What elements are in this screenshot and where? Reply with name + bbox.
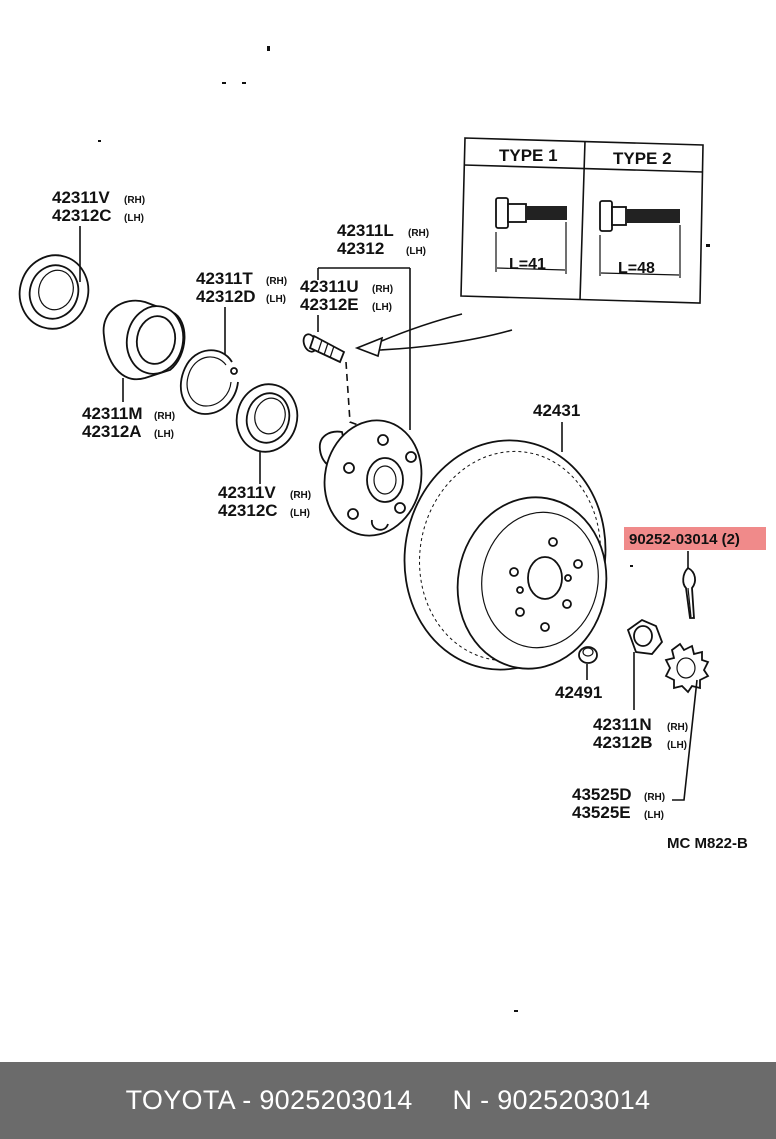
type1-length: L=41: [509, 256, 546, 273]
svg-text:(RH): (RH): [266, 276, 287, 287]
arrow-head-icon: [354, 336, 384, 358]
svg-text:(RH): (RH): [290, 490, 311, 501]
label-43525D: 43525D: [572, 785, 632, 804]
label-42312: 42312: [337, 239, 384, 258]
label-42312E: 42312E: [300, 295, 359, 314]
outer-oil-seal-icon: [18, 254, 90, 330]
svg-text:(LH): (LH): [290, 508, 310, 519]
label-42311V-top: 42311V: [52, 188, 110, 207]
svg-text:(LH): (LH): [124, 213, 144, 224]
footer-bar: TOYOTA - 9025203014 N - 9025203014: [0, 1062, 776, 1139]
label-42311T: 42311T: [196, 269, 253, 288]
hub-bearing-icon: [102, 299, 186, 381]
svg-text:(RH): (RH): [408, 228, 429, 239]
label-42311U: 42311U: [300, 277, 359, 296]
inner-oil-seal-icon: [235, 383, 299, 453]
svg-text:(RH): (RH): [124, 195, 145, 206]
svg-text:(LH): (LH): [644, 810, 664, 821]
footer-n-part: N - 9025203014: [452, 1085, 651, 1115]
label-42311L: 42311L: [337, 221, 394, 240]
snap-ring-icon: [179, 349, 239, 415]
inset-pointer-line: [371, 313, 463, 346]
label-42491: 42491: [555, 683, 602, 702]
label-42311M: 42311M: [82, 404, 143, 423]
label-42312C-top: 42312C: [52, 206, 112, 225]
diagram-code: MC M822-B: [667, 835, 748, 852]
lock-nut-cap-icon: [664, 642, 710, 694]
inset-pointer-line-2: [379, 329, 513, 351]
bolt-type-inset: TYPE 1 TYPE 2 L=41 L=48: [460, 137, 704, 304]
svg-text:(RH): (RH): [154, 411, 175, 422]
label-42311V-bottom: 42311V: [218, 483, 276, 502]
svg-text:(LH): (LH): [372, 302, 392, 313]
svg-text:(RH): (RH): [667, 722, 688, 733]
highlight-box: [624, 527, 766, 550]
svg-text:(LH): (LH): [266, 294, 286, 305]
plug-icon: [578, 646, 598, 664]
type2-length: L=48: [618, 260, 655, 277]
label-42312A: 42312A: [82, 422, 142, 441]
label-42312D: 42312D: [196, 287, 256, 306]
label-42312C-bottom: 42312C: [218, 501, 278, 520]
brake-disc-icon: [403, 439, 608, 671]
type2-label: TYPE 2: [613, 149, 672, 168]
label-42311N: 42311N: [593, 715, 652, 734]
label-42431: 42431: [533, 401, 580, 420]
svg-text:(RH): (RH): [644, 792, 665, 803]
scan-specks: [98, 46, 710, 1012]
hub-nut-icon: [626, 618, 664, 655]
svg-text:(RH): (RH): [372, 284, 393, 295]
label-43525E: 43525E: [572, 803, 631, 822]
type1-label: TYPE 1: [499, 146, 558, 165]
label-90252-03014: 90252-03014 (2): [629, 531, 740, 548]
cotter-pin-icon: [682, 566, 696, 619]
parts-diagram: TYPE 1 TYPE 2 L=41 L=48 4231: [18, 46, 766, 1012]
svg-text:(LH): (LH): [406, 246, 426, 257]
footer-brand-part: TOYOTA - 9025203014: [125, 1085, 413, 1115]
type1-bolt-icon: [495, 197, 567, 274]
hub-bolt-icon: [302, 333, 346, 364]
svg-text:(LH): (LH): [667, 740, 687, 751]
svg-text:(LH): (LH): [154, 429, 174, 440]
type2-bolt-icon: [599, 200, 681, 278]
label-42312B: 42312B: [593, 733, 653, 752]
axle-hub-icon: [318, 419, 423, 537]
